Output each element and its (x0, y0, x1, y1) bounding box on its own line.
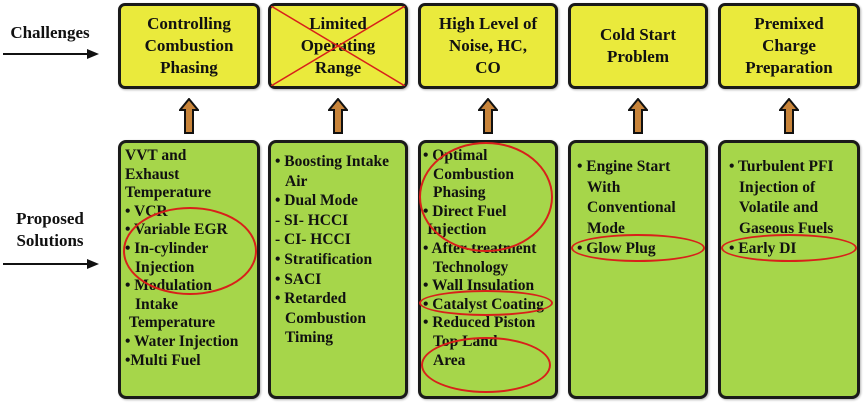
solution-item: Conventional (587, 199, 676, 217)
solution-item: Combustion (433, 165, 514, 183)
solution-item: • Water Injection (125, 332, 239, 350)
up-arrow-icon (779, 98, 799, 134)
solution-item: Intake (135, 295, 179, 313)
challenge-text-line: Range (314, 58, 362, 77)
solution-item: With (587, 178, 621, 196)
solution-item: Injection (135, 258, 195, 276)
up-arrow-icon (478, 98, 498, 134)
challenge-text-line: Charge (762, 36, 816, 55)
solution-item: • VCR (125, 202, 168, 220)
challenges-arrow-icon (3, 47, 99, 61)
solution-item: •Multi Fuel (125, 351, 201, 369)
challenge-text-line: Problem (606, 47, 669, 66)
solution-item: • Reduced Piston (423, 314, 536, 332)
challenge-text-line: Operating (300, 36, 376, 55)
solution-item: - CI- HCCI (275, 231, 351, 249)
challenges-label: Challenges (10, 23, 90, 42)
solution-item: • Modulation (125, 277, 212, 295)
challenge-text-line: Controlling (147, 14, 231, 33)
solution-item: Combustion (285, 309, 366, 327)
solution-item: Area (433, 351, 466, 369)
solution-item: Injection of (739, 178, 816, 196)
solution-item: - SI- HCCI (275, 211, 349, 229)
solution-item: Gaseous Fuels (739, 219, 834, 237)
solutions-controlling-combustion-phasing: VVT and Exhaust Temperature • VCR • Vari… (118, 140, 260, 399)
solution-item: Mode (587, 219, 625, 237)
solution-item: Air (285, 172, 308, 190)
solution-item (729, 147, 853, 157)
solutions-cold-start-problem: • Engine Start With Conventional Mode • … (568, 140, 708, 399)
solutions-label-2: Solutions (16, 231, 84, 250)
solution-item: • Optimal (423, 147, 488, 164)
solution-item: • Engine Start (577, 158, 671, 175)
solutions-premixed-charge-preparation: • Turbulent PFI Injection of Volatile an… (718, 140, 860, 399)
solution-item: • Variable EGR (125, 221, 228, 239)
challenge-text-line: Cold Start (599, 25, 677, 44)
challenge-cold-start-problem: Cold Start Problem (568, 3, 708, 89)
challenge-limited-operating-range: Limited Operating Range (268, 3, 408, 89)
solution-item: Timing (285, 329, 333, 347)
solutions-label-1: Proposed (16, 209, 84, 228)
up-arrow-icon (328, 98, 348, 134)
solution-item: Technology (433, 258, 509, 276)
solution-item: • After-treatment (423, 239, 537, 257)
challenge-premixed-charge-preparation: Premixed Charge Preparation (718, 3, 860, 89)
up-arrow-icon (179, 98, 199, 134)
challenge-text-line: Premixed (754, 14, 824, 33)
solution-item: • Stratification (275, 250, 373, 268)
solution-item: Exhaust (125, 165, 180, 183)
challenge-text-line: CO (475, 58, 501, 77)
solution-item: VVT and (125, 147, 187, 164)
challenge-text-line: Limited (309, 14, 367, 33)
up-arrow-icon (628, 98, 648, 134)
solution-item: • Wall Insulation (423, 277, 535, 295)
solution-item: • Early DI (729, 240, 797, 258)
solution-item: Temperature (129, 314, 216, 332)
solution-item: • Direct Fuel (423, 202, 507, 220)
solution-item: • Glow Plug (577, 240, 656, 258)
solution-item: • Retarded (275, 290, 347, 308)
solution-item: Top Land (433, 332, 498, 350)
solutions-high-noise-hc-co: • Optimal Combustion Phasing • Direct Fu… (418, 140, 558, 399)
solution-item: Phasing (433, 184, 486, 202)
challenge-text-line: High Level of (438, 14, 538, 33)
solution-item (577, 147, 701, 157)
challenge-text-line: Preparation (745, 58, 833, 77)
challenge-controlling-combustion-phasing: Controlling Combustion Phasing (118, 3, 260, 89)
solution-item: • Catalyst Coating (423, 295, 544, 313)
solution-item: • Turbulent PFI (729, 158, 834, 175)
challenge-text-line: Noise, HC, (449, 36, 527, 55)
solution-item: Temperature (125, 184, 212, 202)
solution-item: • Dual Mode (275, 192, 358, 210)
solution-item: Volatile and (739, 199, 819, 217)
solutions-limited-operating-range: • Boosting Intake Air • Dual Mode - SI- … (268, 140, 408, 399)
solution-item: • SACI (275, 270, 322, 288)
challenge-high-noise-hc-co: High Level of Noise, HC, CO (418, 3, 558, 89)
solution-item: Injection (427, 221, 487, 239)
solutions-arrow-icon (3, 257, 99, 271)
challenge-text-line: Combustion (144, 36, 234, 55)
challenge-text-line: Phasing (160, 58, 218, 77)
solution-item: • In-cylinder (125, 239, 209, 257)
solution-item: • Boosting Intake (275, 153, 389, 170)
